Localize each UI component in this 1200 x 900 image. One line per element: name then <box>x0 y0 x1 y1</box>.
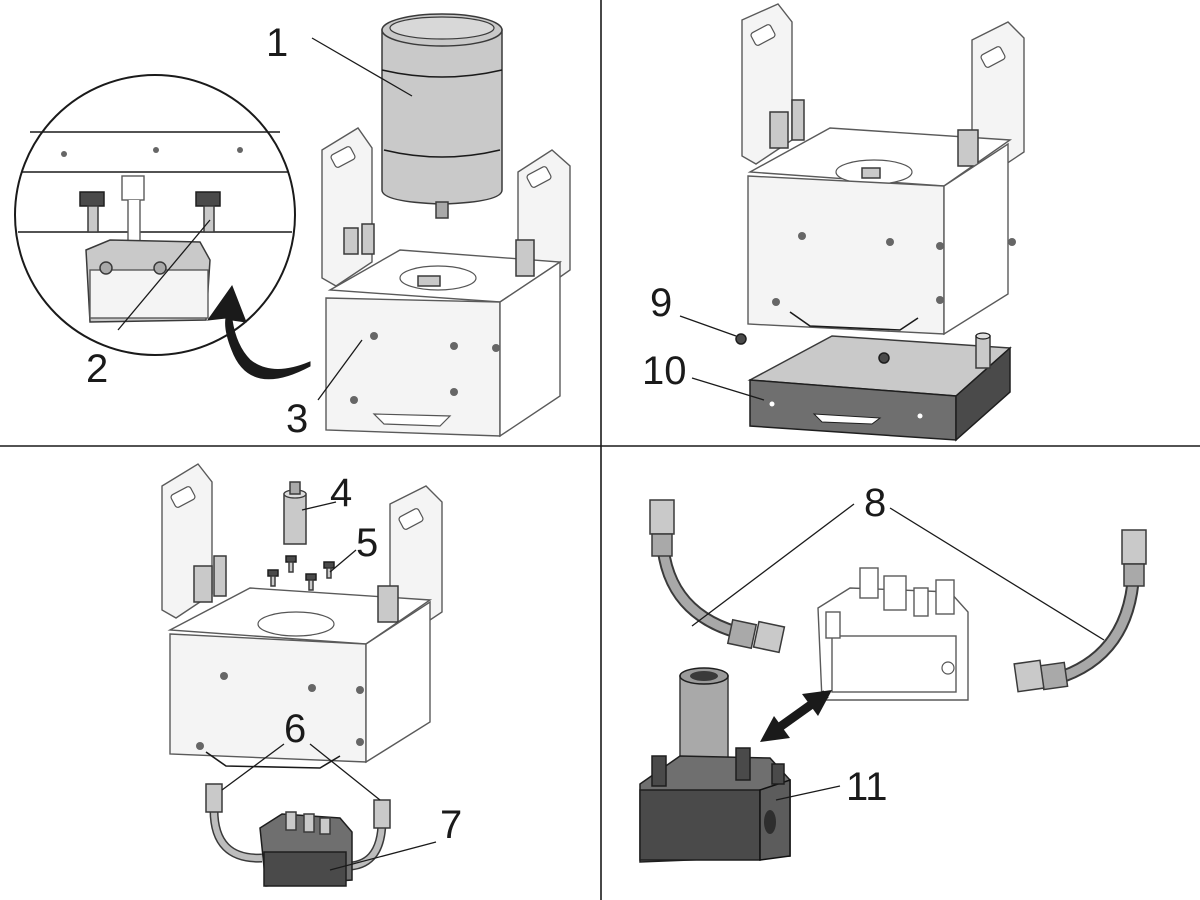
callout-11: 11 <box>846 765 888 809</box>
leader-line-3 <box>317 339 363 401</box>
leader-line-11 <box>775 785 841 801</box>
pressure-line-left <box>649 499 786 654</box>
panel-bottom-right: 8 11 <box>639 481 1147 863</box>
callout-3: 3 <box>286 397 308 441</box>
callout-1: 1 <box>266 21 288 65</box>
new-pump-part <box>639 667 791 863</box>
panel-top-right: 9 10 <box>642 3 1025 442</box>
leader-line-10 <box>691 377 765 401</box>
pump-with-lines-part <box>205 783 391 887</box>
callout-6: 6 <box>284 707 306 751</box>
old-pump-outline <box>817 567 969 701</box>
leader-line-8a <box>691 503 855 627</box>
callout-10: 10 <box>642 349 687 393</box>
screw-part <box>735 333 747 345</box>
leader-line-1 <box>311 37 413 97</box>
cover-plate-part <box>747 332 1012 442</box>
callout-7: 7 <box>440 803 462 847</box>
callout-8: 8 <box>864 481 886 525</box>
coupling-part <box>283 481 307 545</box>
panel-bottom-left: 4 5 6 7 <box>161 463 462 887</box>
leader-line-9 <box>679 315 737 337</box>
leader-line-6a <box>221 743 285 791</box>
detail-contents <box>18 131 292 323</box>
leader-line-5 <box>329 549 357 573</box>
leader-line-8b <box>889 507 1105 641</box>
pressure-line-right <box>1013 529 1147 693</box>
replace-double-arrow <box>760 690 832 742</box>
motor-part <box>381 13 503 219</box>
bracket-assembly-bl <box>161 463 443 769</box>
callout-2: 2 <box>86 347 108 391</box>
bracket-assembly-tr <box>741 3 1025 336</box>
callout-9: 9 <box>650 281 672 325</box>
callout-5: 5 <box>356 521 378 565</box>
leader-line-2 <box>117 219 211 331</box>
detail-magnifier <box>14 74 296 356</box>
screws-part <box>267 555 335 591</box>
curved-arrow <box>206 284 311 380</box>
panel-top-left: 1 2 3 <box>14 13 571 441</box>
leader-line-7 <box>329 841 437 871</box>
callout-4: 4 <box>330 471 352 515</box>
bracket-assembly-tl <box>321 127 571 438</box>
leader-line-4 <box>301 501 337 511</box>
leader-line-6b <box>309 743 381 801</box>
